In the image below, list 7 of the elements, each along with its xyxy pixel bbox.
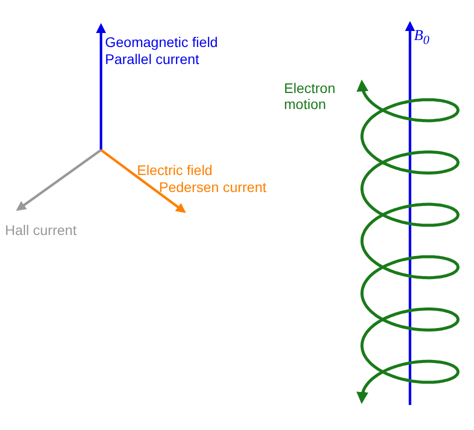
- field-label: Pedersen current: [159, 179, 266, 195]
- field-label: Parallel current: [105, 51, 200, 67]
- field-label: Electric field: [137, 162, 212, 178]
- field-label: Electron motion: [284, 80, 336, 112]
- field-label: B$_{0}$: [414, 28, 430, 48]
- field-label: Hall current: [5, 222, 77, 238]
- field-label: Geomagnetic field: [105, 34, 218, 50]
